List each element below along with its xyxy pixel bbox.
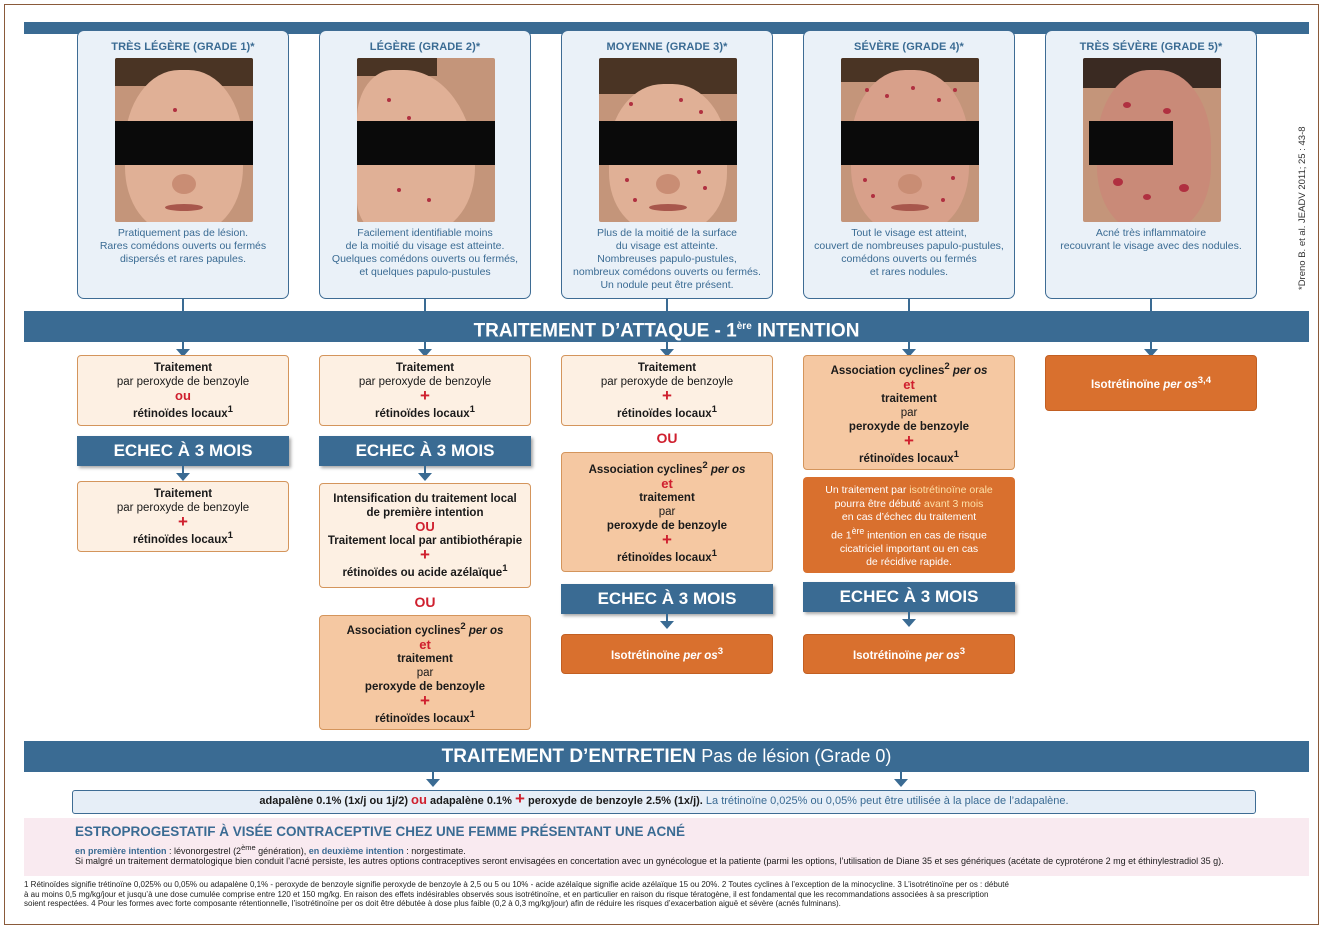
privacy-bar [841,121,979,165]
grade-card-2: LÉGÈRE (GRADE 2)* Facilement identifiabl… [319,30,531,299]
contraceptive-title: ESTROPROGESTATIF À VISÉE CONTRACEPTIVE C… [75,824,685,839]
treatment-box-grade1: Traitement par peroxyde de benzoyle ou r… [77,355,289,426]
grade-card-5: TRÈS SÉVÈRE (GRADE 5)* Acné très inflamm… [1045,30,1257,299]
grade-card-4: SÉVÈRE (GRADE 4)* Tout le visage est att… [803,30,1015,299]
patient-photo [1083,58,1221,222]
treatment-box-grade3: Traitement par peroxyde de benzoyle + ré… [561,355,773,426]
echec-label: ECHEC À 3 MOIS [561,584,773,614]
patient-photo [357,58,495,222]
isotretinoine-note: Un traitement par isotrétinoïne orale po… [803,477,1015,573]
contraceptive-line-1: en première intention : lévonorgestrel (… [75,843,466,856]
patient-photo [841,58,979,222]
contraceptive-line-2: Si malgré un traitement dermatologique b… [75,856,1224,866]
grade-card-1: TRÈS LÉGÈRE (GRADE 1)* Pratiquement pas … [77,30,289,299]
grade-title: TRÈS LÉGÈRE (GRADE 1)* [78,41,288,53]
isotretinoine-box-grade4: Isotrétinoïne per os3 [803,634,1015,674]
grade-card-3: MOYENNE (GRADE 3)* Plus de la moitié de … [561,30,773,299]
grade-description: Tout le visage est atteint,couvert de no… [808,227,1010,279]
echec-label: ECHEC À 3 MOIS [319,436,531,466]
grade-title: SÉVÈRE (GRADE 4)* [804,41,1014,53]
privacy-bar [115,121,253,165]
privacy-bar [357,121,495,165]
echec-label: ECHEC À 3 MOIS [803,582,1015,612]
grade-title: LÉGÈRE (GRADE 2)* [320,41,530,53]
isotretinoine-box-grade3: Isotrétinoïne per os3 [561,634,773,674]
treatment-box-grade2-cyclines: Association cyclines2 per os et traiteme… [319,615,531,730]
attack-treatment-bar: TRAITEMENT D’ATTAQUE - 1ère INTENTION [24,311,1309,342]
treatment-box-grade2-intensif: Intensification du traitement local de p… [319,483,531,588]
treatment-box-grade1-second: Traitement par peroxyde de benzoyle + ré… [77,481,289,552]
ou-label: OU [561,430,773,446]
citation: *Dreno B. et al. JEADV 2011; 25 : 43-8 [1297,126,1308,290]
privacy-bar [599,121,737,165]
privacy-bar [1089,121,1173,165]
treatment-box-grade4: Association cyclines2 per os et traiteme… [803,355,1015,470]
footnotes: 1 Rétinoïdes signifie trétinoïne 0,025% … [24,880,1292,909]
maintenance-box: adapalène 0.1% (1x/j ou 1j/2) ou adapalè… [72,790,1256,814]
patient-photo [115,58,253,222]
grade-title: TRÈS SÉVÈRE (GRADE 5)* [1046,41,1256,53]
grade-title: MOYENNE (GRADE 3)* [562,41,772,53]
treatment-box-grade2: Traitement par peroxyde de benzoyle + ré… [319,355,531,426]
echec-label: ECHEC À 3 MOIS [77,436,289,466]
treatment-box-grade3-cyclines: Association cyclines2 per os et traiteme… [561,452,773,572]
patient-photo [599,58,737,222]
ou-label: OU [319,594,531,610]
maintenance-treatment-bar: TRAITEMENT D’ENTRETIEN Pas de lésion (Gr… [24,741,1309,772]
isotretinoine-box-grade5: Isotrétinoïne per os3,4 [1045,355,1257,411]
grade-description: Pratiquement pas de lésion.Rares comédon… [82,227,284,266]
